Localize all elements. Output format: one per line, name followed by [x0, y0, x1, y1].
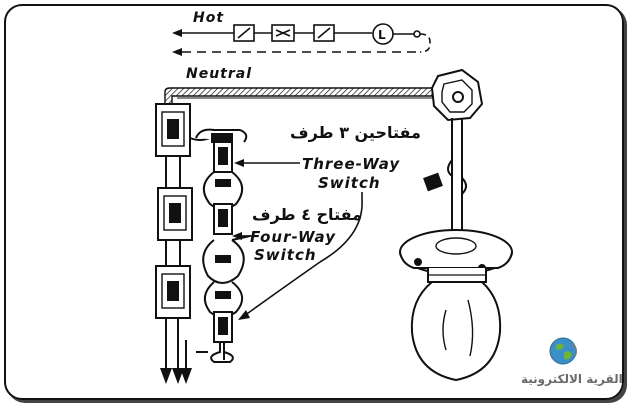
four-way-switch-icon — [213, 203, 233, 235]
svg-text:L: L — [378, 28, 386, 42]
four-way-label-line2: Switch — [254, 246, 317, 264]
switch-box-3-icon — [155, 265, 191, 319]
four-way-leader-arrow — [232, 232, 252, 240]
bottom-lead-wires — [180, 340, 192, 384]
return-arrow-icon — [172, 48, 182, 56]
return-schematic-line — [172, 48, 420, 56]
three-way-label-line1: Three-Way — [302, 155, 401, 173]
switch-loop-2-icon — [202, 235, 251, 284]
cable-down-arrow-2-icon — [172, 368, 184, 384]
four-way-arabic-label: مفتاح ٤ طرف — [252, 205, 363, 224]
logo-text: القرية الالكترونية — [521, 372, 623, 386]
three-way-leader-arrow — [234, 159, 300, 167]
three-way-leader-arrow-2 — [238, 192, 363, 320]
three-way-switch-top-icon — [195, 128, 248, 173]
hot-arrow-icon — [172, 29, 182, 37]
switch-box-1-icon — [155, 103, 211, 157]
switch-box-2-icon — [157, 187, 193, 241]
lamp-cable — [423, 118, 467, 232]
four-way-label-line1: Four-Way — [250, 228, 336, 246]
cable-down-arrow-icon — [160, 368, 172, 384]
lead-down-arrow-icon — [180, 368, 192, 384]
three-way-label-line2: Switch — [318, 174, 381, 192]
globe-logo-icon — [549, 337, 577, 365]
hot-schematic-line: L — [172, 23, 431, 53]
rounded-frame — [4, 4, 624, 400]
cable-clamp-icon — [423, 172, 443, 192]
three-way-switch-bottom-icon — [196, 311, 234, 363]
hot-label: Hot — [193, 10, 225, 26]
three-way-arabic-label: مفتاحين ٣ طرف — [290, 123, 421, 142]
junction-box-icon — [430, 68, 484, 122]
neutral-label: Neutral — [186, 66, 253, 82]
lamp-fixture-icon — [399, 229, 513, 283]
switch-box-cables — [160, 156, 184, 384]
neutral-cable — [164, 87, 441, 105]
light-bulb-icon — [410, 281, 502, 382]
